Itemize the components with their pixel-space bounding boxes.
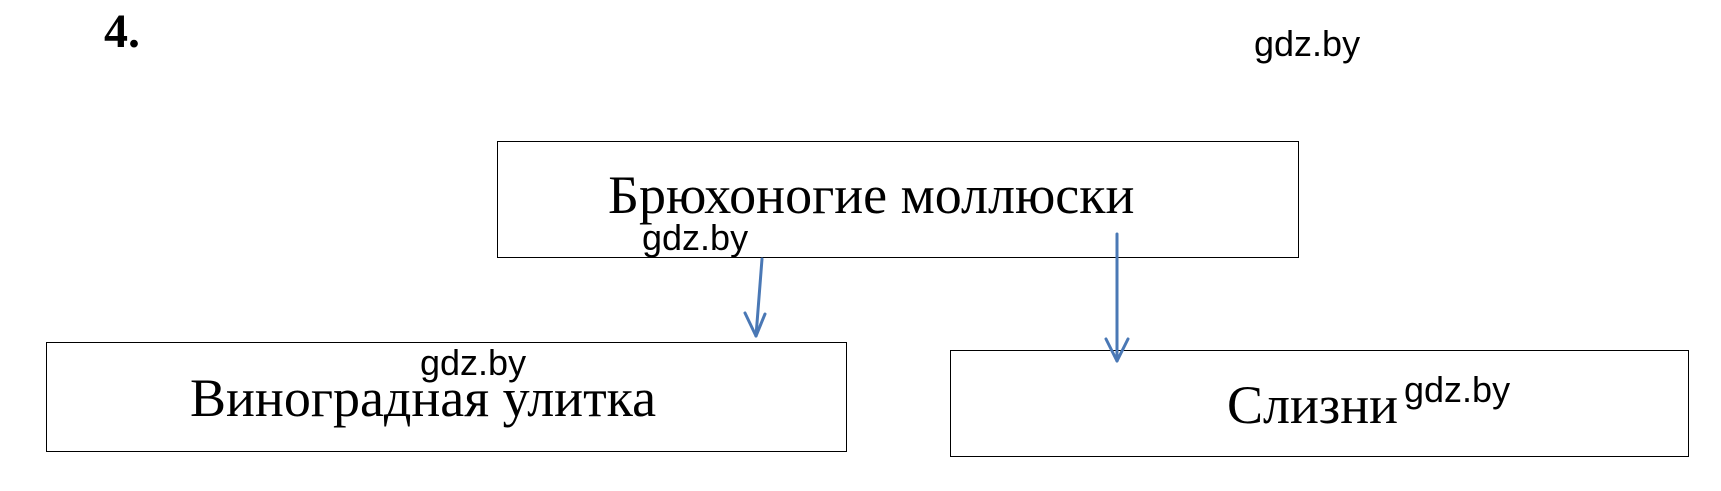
child-node-label-left: Виноградная улитка <box>190 368 657 428</box>
watermark-left: gdz.by <box>420 342 527 383</box>
child-node-box-left <box>46 342 847 452</box>
watermark-top-right: gdz.by <box>1254 23 1361 64</box>
child-node-box-right <box>950 350 1689 457</box>
watermark-center: gdz.by <box>642 217 749 258</box>
root-node-box <box>497 141 1299 258</box>
watermark-right: gdz.by <box>1404 369 1511 410</box>
task-number: 4. <box>104 5 140 58</box>
child-node-label-right: Слизни <box>1227 375 1398 435</box>
root-node-label: Брюхоногие моллюски <box>608 165 1135 225</box>
arrow-to-left-child <box>743 257 767 338</box>
